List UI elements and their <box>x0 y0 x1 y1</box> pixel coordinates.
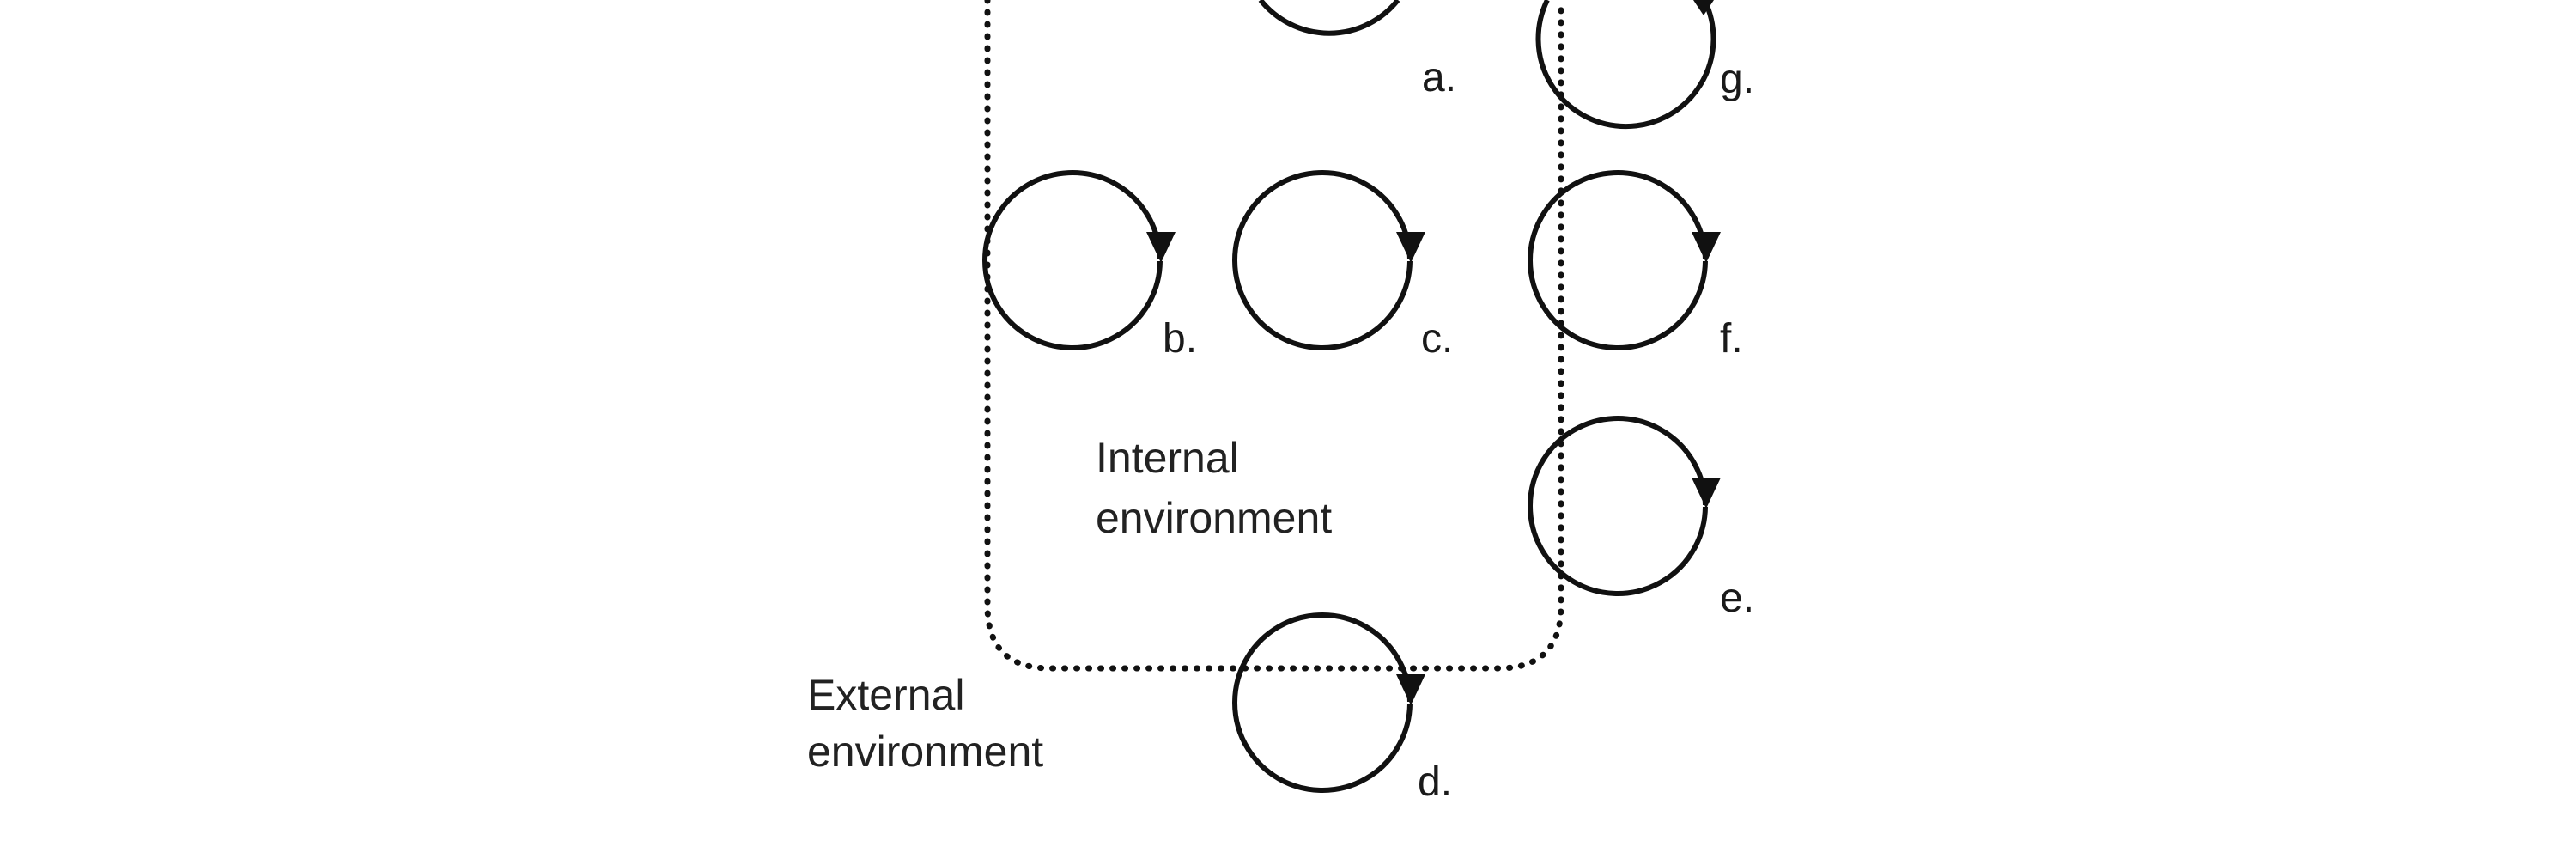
loop-f: f. <box>1528 170 1743 362</box>
loop-b: b. <box>982 170 1197 362</box>
loop-b-label: b. <box>1163 316 1197 362</box>
loop-g-arrowhead <box>1693 0 1714 15</box>
loop-c-label: c. <box>1421 316 1453 362</box>
external-environment-label: External environment <box>807 671 1043 776</box>
loop-g-label: g. <box>1720 57 1754 102</box>
loop-f-label: f. <box>1720 316 1743 362</box>
loop-c: c. <box>1232 170 1453 362</box>
loop-e-arrowhead <box>1692 478 1721 509</box>
external-label-line1: External <box>807 671 964 719</box>
loop-c-arrowhead <box>1396 232 1425 263</box>
internal-label-line2: environment <box>1096 494 1332 542</box>
loop-e: e. <box>1528 416 1754 621</box>
loop-d-label: d. <box>1418 759 1452 805</box>
internal-environment-label: Internal environment <box>1096 434 1332 542</box>
external-label-line2: environment <box>807 728 1043 776</box>
loop-f-arrowhead <box>1692 232 1721 263</box>
loop-a-label: a. <box>1422 55 1456 101</box>
loop-a: a. <box>1258 0 1456 101</box>
loop-e-label: e. <box>1720 576 1754 621</box>
loop-d-arrowhead <box>1396 674 1425 705</box>
internal-label-line1: Internal <box>1096 434 1239 482</box>
internal-environment-boundary <box>984 0 1564 672</box>
loop-d: d. <box>1232 612 1452 805</box>
loop-g: g. <box>1535 0 1754 130</box>
loop-b-arrowhead <box>1146 232 1176 263</box>
